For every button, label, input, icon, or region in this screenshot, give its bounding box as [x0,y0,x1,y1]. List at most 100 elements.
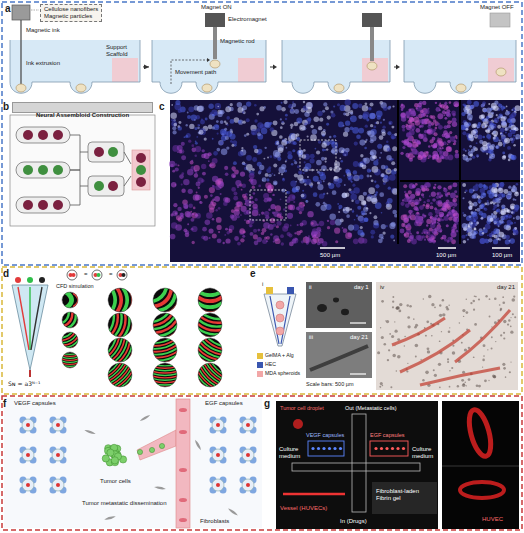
illustration-part [246,164,253,171]
illustration-part [191,160,193,162]
illustration-part [62,312,78,328]
illustration-part [286,199,290,203]
illustration-part [362,58,388,82]
illustration-part [408,153,414,159]
illustration-part [198,303,222,307]
illustration-part [212,218,215,221]
illustration-part [209,114,215,120]
illustration-part [302,120,308,126]
illustration-part [285,114,288,117]
illustration-part [432,198,436,202]
magnetic-rod [370,27,374,61]
illustration-part [461,112,465,116]
illustration-part [287,197,290,200]
illustration-part [242,162,245,165]
illustration-part [360,226,363,229]
illustration-part [10,40,140,93]
illustration-part [307,176,309,178]
illustration-part [428,122,432,126]
illustration-part [303,149,306,152]
illustration-part [515,191,518,194]
illustration-part [292,149,295,152]
illustration-part [493,155,495,157]
illustration-part [270,127,274,131]
illustration-part [465,190,467,192]
illustration-part [445,135,448,138]
illustration-part [484,207,487,210]
illustration-part [108,338,132,362]
illustration-part [320,205,326,211]
illustration-part [179,212,183,216]
illustration-part [240,214,242,216]
illustration-part [212,114,215,117]
illustration-part [463,214,466,217]
illustration-part [490,218,494,222]
illustration-part [266,168,271,173]
illustration-part [406,224,410,228]
illustration-part [225,172,229,176]
illustration-part [255,198,258,201]
illustration-part [511,155,514,158]
illustration-part [301,240,304,243]
illustration-part [181,183,183,185]
illustration-part [20,20,21,84]
illustration-part [305,236,307,238]
illustration-part [267,197,271,201]
illustration-part [194,170,197,173]
illustration-part [486,124,488,126]
illustration-part [439,102,441,104]
illustration-part [326,123,329,126]
illustration-part [437,185,441,189]
illustration-part [97,273,101,277]
illustration-part [437,113,443,119]
illustration-part [505,131,507,133]
illustration-part [475,135,477,137]
illustration-part [502,218,505,221]
illustration-part [501,109,503,111]
illustration-part [249,224,253,228]
illustration-part [67,270,77,280]
illustration-part [108,288,132,312]
illustration-part [198,338,222,362]
illustration-part [352,210,354,212]
illustration-part [407,239,411,243]
illustration-part [212,233,217,238]
illustration-part [497,103,501,107]
illustration-part [371,179,374,182]
illustration-part [442,110,446,114]
illustration-part [420,157,423,160]
illustration-part [467,227,473,233]
illustration-part [301,193,307,199]
illustration-part [112,58,138,82]
illustration-part [511,155,517,161]
illustration-part [198,288,222,312]
illustration-part [191,226,197,232]
illustration-part [315,202,320,207]
illustration-part [66,292,72,308]
illustration-part [285,118,287,120]
illustration-part [374,181,376,183]
illustration-part [476,222,479,225]
illustration-part [493,105,499,111]
illustration-part [409,235,414,240]
illustration-part [448,217,452,221]
illustration-part [268,174,272,178]
illustration-part [502,121,507,126]
illustration-part [280,118,282,120]
spheroid [16,84,26,92]
illustration-part [408,108,411,111]
illustration-part [272,194,274,196]
illustration-part [482,136,485,139]
illustration-part [136,153,146,163]
illustration-part [350,208,352,210]
illustration-part [439,212,444,217]
illustration-part [513,144,516,147]
illustration-part [294,122,298,126]
illustration-part [387,170,390,173]
illustration-part [254,119,257,122]
illustration-part [493,131,496,134]
illustration-part [153,338,177,362]
illustration-part [16,162,70,178]
illustration-part [240,238,244,242]
spheroid [76,84,86,92]
